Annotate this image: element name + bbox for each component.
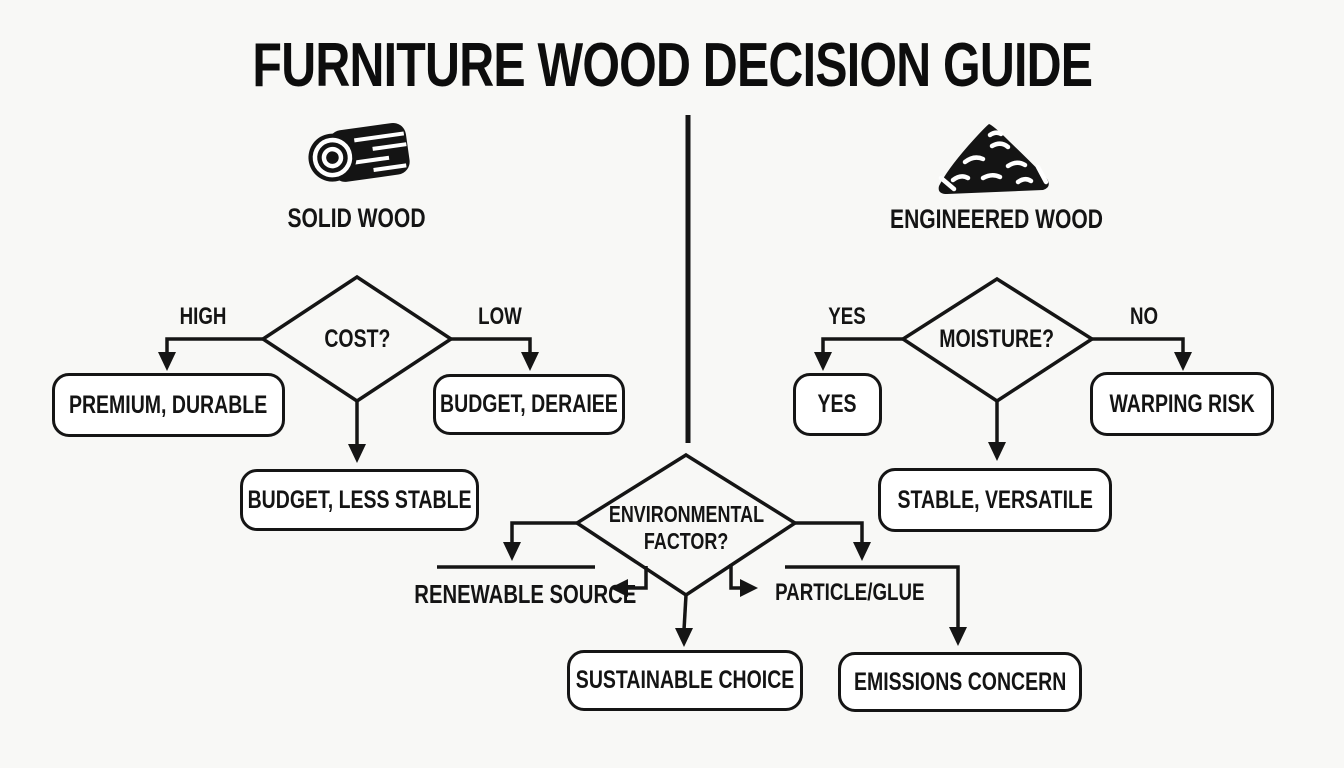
edge-label-no: NO [1084, 303, 1204, 331]
particle-underline-drop [785, 565, 960, 629]
page-title-text: FURNITURE WOOD DECISION GUIDE [252, 31, 1093, 100]
no-label-text: NO [1129, 303, 1159, 330]
yes-box-text: YES [817, 390, 858, 418]
renewable-source-text: RENEWABLE SOURCE [414, 579, 637, 609]
cost-decision-text: COST? [323, 325, 391, 353]
wood-particle-pile-icon [938, 124, 1049, 194]
solid-wood-section-label: SOLID WOOD [256, 203, 456, 234]
env-left-connector [510, 521, 577, 545]
stable-versatile-text: STABLE, VERSATILE [897, 485, 1093, 514]
env-down-connector [682, 594, 688, 631]
edge-label-high: HIGH [143, 303, 263, 331]
arrowhead-env-right [853, 542, 871, 561]
cost-high-connector [165, 337, 263, 355]
arrowhead-emissions [949, 627, 967, 646]
outcome-box-warping-risk: WARPING RISK [1090, 372, 1274, 436]
env-right-connector [795, 521, 864, 545]
arrowhead-moisture-down [988, 442, 1006, 461]
arrowhead-sustainable [675, 628, 693, 647]
environmental-decision-line1: ENVIRONMENTAL [586, 501, 786, 528]
edge-label-yes: YES [787, 303, 907, 331]
outcome-box-yes: YES [793, 373, 882, 436]
outcome-box-budget-deraiee: BUDGET, DERAIEE [433, 374, 625, 435]
outcome-box-sustainable-choice: SUSTAINABLE CHOICE [567, 650, 803, 711]
outcome-box-stable-versatile: STABLE, VERSATILE [878, 468, 1112, 532]
cost-low-connector [451, 337, 532, 355]
edge-label-low: LOW [440, 303, 560, 331]
engineered-wood-label-text: ENGINEERED WOOD [890, 204, 1103, 234]
outcome-box-premium-durable: PREMIUM, DURABLE [52, 373, 285, 437]
moisture-no-connector [1092, 337, 1185, 355]
arrowhead-high [158, 352, 176, 371]
arrowhead-cost-down [348, 444, 366, 463]
emissions-concern-text: EMISSIONS CONCERN [853, 667, 1067, 696]
log-icon [308, 122, 410, 182]
arrowhead-low [521, 352, 539, 371]
particle-glue-text: PARTICLE/GLUE [775, 579, 925, 606]
budget-less-stable-text: BUDGET, LESS STABLE [247, 485, 472, 514]
environmental-text-line2: FACTOR? [643, 528, 729, 554]
moisture-decision-label: MOISTURE? [917, 325, 1077, 354]
yes-label-text: YES [828, 303, 866, 330]
budget-deraiee-text: BUDGET, DERAIEE [440, 390, 618, 418]
arrowhead-renewable [610, 579, 628, 597]
page-title: FURNITURE WOOD DECISION GUIDE [0, 30, 1344, 101]
env-small-left-connector [627, 566, 648, 590]
moisture-yes-connector [821, 337, 903, 355]
arrowhead-no [1174, 352, 1192, 371]
sustainable-choice-text: SUSTAINABLE CHOICE [575, 666, 795, 694]
environmental-decision-line2: FACTOR? [586, 528, 786, 555]
particle-glue-option: PARTICLE/GLUE [750, 579, 950, 607]
env-small-right-connector [729, 564, 741, 590]
outcome-box-emissions-concern: EMISSIONS CONCERN [838, 652, 1082, 712]
arrowhead-env-left [503, 542, 521, 561]
high-label-text: HIGH [179, 303, 227, 330]
arrowhead-yes [814, 352, 832, 371]
outcome-box-budget-less-stable: BUDGET, LESS STABLE [240, 469, 479, 531]
moisture-decision-text: MOISTURE? [939, 325, 1055, 353]
arrowhead-particle [740, 579, 758, 597]
premium-durable-text: PREMIUM, DURABLE [69, 390, 268, 419]
environmental-text-line1: ENVIRONMENTAL [608, 501, 764, 527]
cost-decision-label: COST? [297, 325, 417, 354]
low-label-text: LOW [478, 303, 522, 330]
engineered-wood-section-label: ENGINEERED WOOD [860, 204, 1120, 235]
renewable-source-option: RENEWABLE SOURCE [383, 579, 636, 610]
solid-wood-label-text: SOLID WOOD [286, 203, 426, 233]
warping-risk-text: WARPING RISK [1109, 389, 1255, 418]
